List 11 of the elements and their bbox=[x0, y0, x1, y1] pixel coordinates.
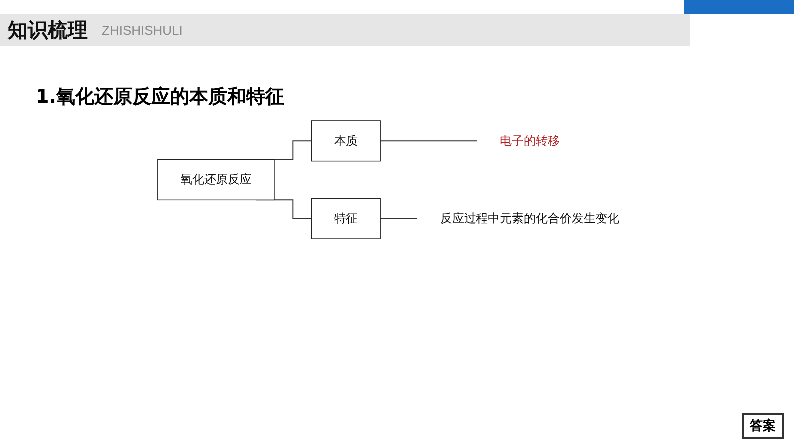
connector bbox=[380, 218, 418, 220]
section-subtitle: ZHISHISHULI bbox=[102, 22, 183, 38]
node-text: 电子的转移 bbox=[500, 134, 560, 148]
node-box: 氧化还原反应 bbox=[158, 159, 275, 201]
node-text: 反应过程中元素的化合价发生变化 bbox=[440, 211, 620, 226]
section-heading: 知识梳理 bbox=[8, 16, 88, 44]
answer-button: 答案 bbox=[742, 413, 784, 439]
node-box: 本质 bbox=[311, 120, 381, 162]
node-box: 特征 bbox=[311, 198, 381, 240]
title: 1.氧化还原反应的本质和特征 bbox=[36, 85, 284, 110]
connector bbox=[380, 140, 478, 142]
